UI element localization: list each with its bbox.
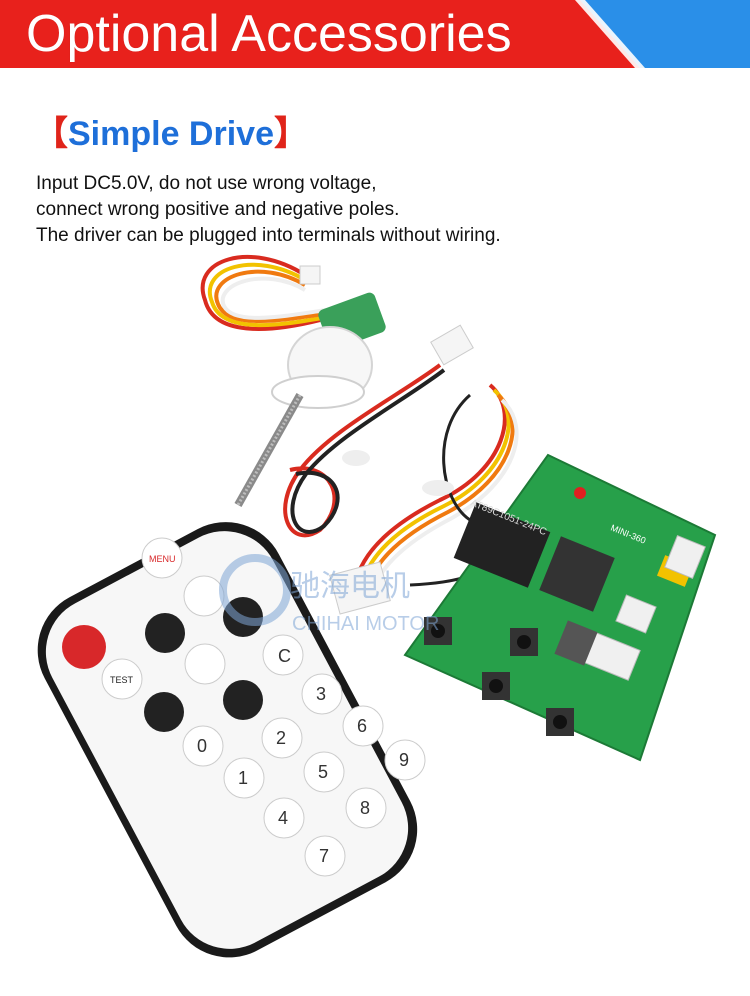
key-6-label: 6 bbox=[357, 716, 367, 736]
menu-key-label: MENU bbox=[149, 554, 176, 564]
key-4-label: 4 bbox=[278, 808, 288, 828]
heading-text: Simple Drive bbox=[68, 115, 274, 153]
test-key-label: TEST bbox=[110, 675, 134, 685]
header-banner: Optional Accessories bbox=[0, 0, 750, 68]
driver-board: AT89C1051-24PC MINI-360 bbox=[403, 453, 717, 762]
cable-red-black bbox=[283, 324, 474, 538]
heading-bracket-right: 】 bbox=[273, 115, 308, 153]
power-button-graphic bbox=[62, 625, 106, 669]
key-8-label: 8 bbox=[360, 798, 370, 818]
key-9-label: 9 bbox=[399, 750, 409, 770]
product-photo: AT89C1051-24PC MINI-360 MENU TEST C 0 1 bbox=[37, 254, 717, 958]
watermark-cn: 驰海电机 bbox=[290, 569, 410, 604]
watermark: 驰海电机 CHIHAI MOTOR bbox=[219, 554, 439, 635]
heading-bracket-left: 【 bbox=[34, 115, 68, 153]
stepper-motor bbox=[200, 254, 386, 507]
section-heading: 【Simple Drive】 bbox=[34, 112, 308, 156]
description: Input DC5.0V, do not use wrong voltage, … bbox=[36, 171, 501, 249]
description-line: Input DC5.0V, do not use wrong voltage, bbox=[36, 173, 377, 194]
key-0-label: 0 bbox=[197, 736, 207, 756]
key-3-label: 3 bbox=[316, 684, 326, 704]
banner-title: Optional Accessories bbox=[26, 5, 512, 63]
key-5-label: 5 bbox=[318, 762, 328, 782]
c-key-label: C bbox=[278, 646, 291, 666]
key-2-label: 2 bbox=[276, 728, 286, 748]
key-7-label: 7 bbox=[319, 846, 329, 866]
description-line: The driver can be plugged into terminals… bbox=[36, 225, 501, 246]
watermark-en: CHIHAI MOTOR bbox=[292, 613, 439, 635]
key-1-label: 1 bbox=[238, 768, 248, 788]
description-line: connect wrong positive and negative pole… bbox=[36, 199, 400, 220]
ir-remote: MENU TEST C 0 1 2 3 4 5 6 7 8 9 bbox=[37, 522, 426, 958]
banner-background bbox=[0, 0, 750, 68]
